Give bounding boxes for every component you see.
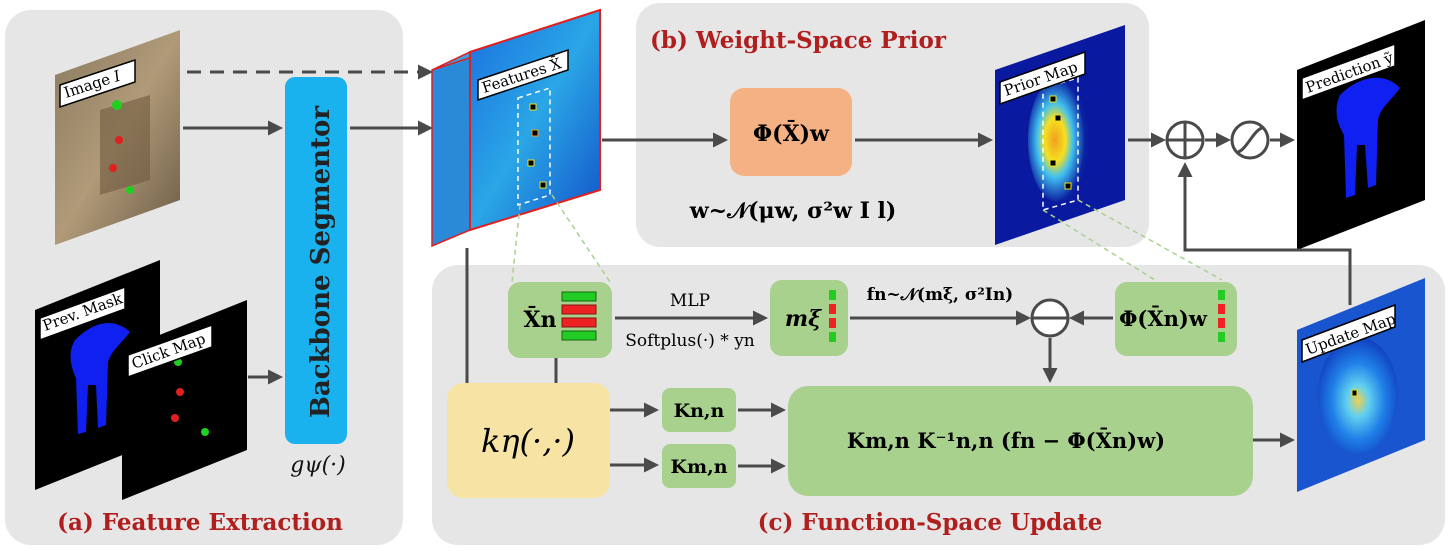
sum-node <box>1165 120 1205 160</box>
fn-distribution-label: fn~𝒩(mξ, σ²In) <box>867 285 1013 305</box>
projection-line-prior-right <box>1077 199 1223 281</box>
kernel-box <box>447 383 610 498</box>
kernel-label: kη(·,·) <box>481 422 575 460</box>
softplus-label: Softplus(·) * yn <box>625 331 755 351</box>
m-xi-vector <box>829 290 836 342</box>
m-xi-label: mξ <box>785 306 822 332</box>
prediction-image <box>1297 20 1425 250</box>
backbone-segmentor-box <box>285 77 347 444</box>
projection-line-prior-left <box>1042 209 1156 281</box>
features-block <box>431 8 601 248</box>
knn-label: Kn,n <box>674 400 725 422</box>
formula-box <box>788 386 1253 496</box>
phi-xn-w-box <box>1115 282 1237 356</box>
phi-xw-box <box>730 88 852 176</box>
knn-box <box>662 388 736 432</box>
kmn-label: Km,n <box>670 456 727 478</box>
phi-xn-vector <box>1218 290 1225 342</box>
phi-xn-w-label: Φ(X̄n)w <box>1119 306 1208 331</box>
mlp-label: MLP <box>670 291 710 311</box>
arrow-updatemap-to-sum <box>1177 162 1352 305</box>
panel-a-title: (a) Feature Extraction <box>57 509 343 536</box>
g-psi-label: gψ(·) <box>290 453 346 478</box>
minus-node <box>1030 298 1070 338</box>
m-xi-box <box>770 280 848 356</box>
panel-b-title: (b) Weight-Space Prior <box>650 27 947 54</box>
panel-c-title: (c) Function-Space Update <box>758 509 1103 536</box>
xn-label: X̄n <box>523 305 556 333</box>
kmn-box <box>662 444 736 488</box>
phi-xw-label: Φ(X̄)w <box>753 119 830 147</box>
w-distribution-label: w~𝒩(μw, σ²w I l) <box>689 198 897 224</box>
backbone-segmentor-label: Backbone Segmentor <box>306 106 336 418</box>
formula-label: Km,n K⁻¹n,n (fn − Φ(X̄n)w) <box>847 428 1165 453</box>
sigmoid-node <box>1230 120 1270 160</box>
projection-line-left <box>511 204 521 283</box>
xn-feature-stack <box>561 291 597 341</box>
